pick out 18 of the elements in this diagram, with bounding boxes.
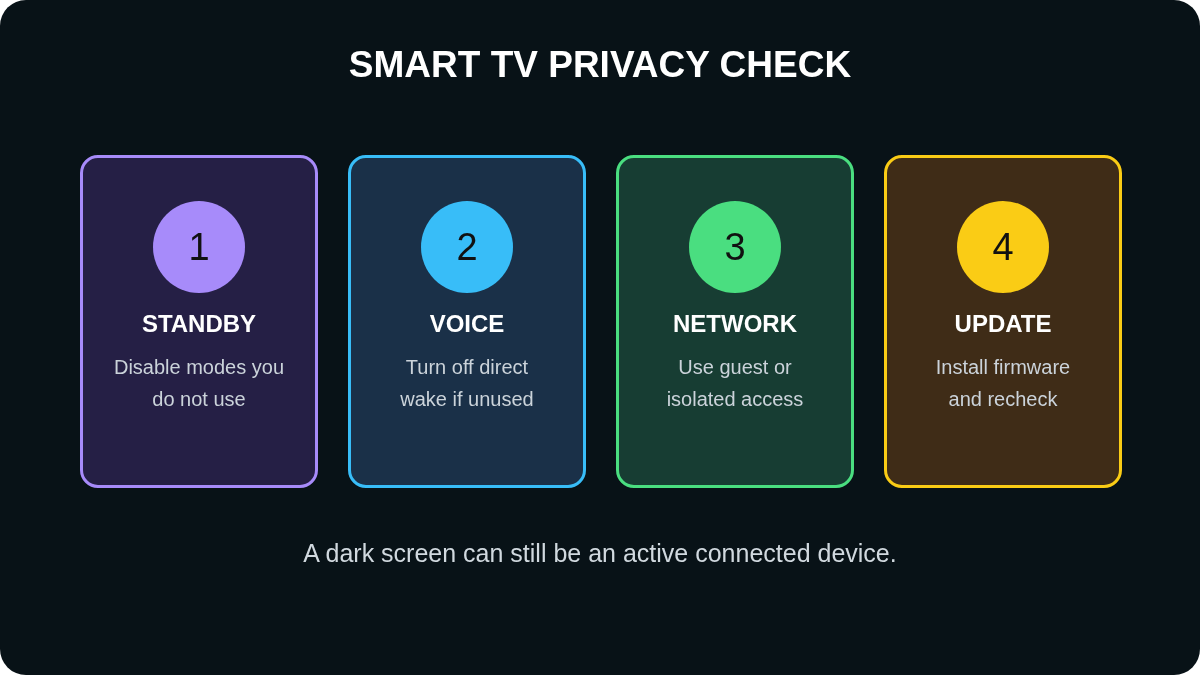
step-heading: VOICE (428, 310, 506, 338)
step-card (348, 155, 586, 488)
number-circle: 4 (957, 201, 1049, 293)
step-heading: UPDATE (953, 310, 1053, 338)
step-card (616, 155, 854, 488)
step-card (80, 155, 318, 488)
number-circle: 2 (421, 201, 513, 293)
step-card (884, 155, 1122, 488)
number-circle: 3 (689, 201, 781, 293)
step-description: Turn off direct wake if unused (399, 355, 535, 412)
step-description: Use guest or isolated access (665, 355, 805, 412)
step-description: Install firmware and recheck (934, 355, 1072, 412)
step-heading: NETWORK (672, 310, 798, 338)
title: SMART TV PRIVACY CHECK (347, 44, 853, 86)
number-circle: 1 (153, 201, 245, 293)
step-description: Disable modes you do not use (113, 355, 285, 412)
step-heading: STANDBY (140, 310, 258, 338)
caption: A dark screen can still be an active connected device. (302, 539, 898, 568)
